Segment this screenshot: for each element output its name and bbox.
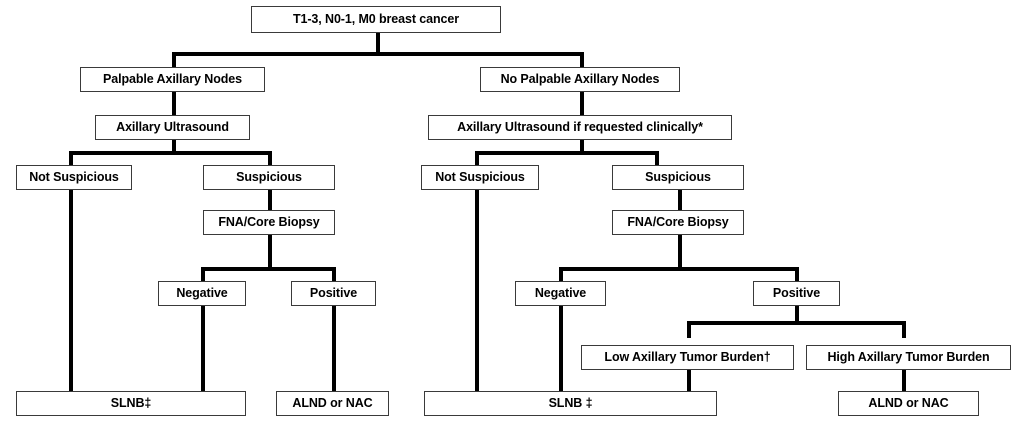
connector-right-suspicious-to-biopsy bbox=[678, 189, 682, 211]
node-right-alnd-or-nac[interactable]: ALND or NAC bbox=[838, 391, 979, 416]
connector-right-negative-to-slnb bbox=[559, 305, 563, 392]
node-right-suspicious[interactable]: Suspicious bbox=[612, 165, 744, 190]
node-right-slnb[interactable]: SLNB ‡ bbox=[424, 391, 717, 416]
connector-to-right-positive bbox=[795, 267, 799, 284]
connector-to-left-not-suspicious bbox=[69, 151, 73, 168]
node-right-negative[interactable]: Negative bbox=[515, 281, 606, 306]
connector-left-biopsy-down bbox=[268, 234, 272, 268]
connector-right-not-suspicious-to-slnb bbox=[475, 189, 479, 392]
connector-right-biopsy-split bbox=[559, 267, 799, 271]
connector-low-burden-to-slnb bbox=[687, 370, 691, 392]
connector-to-right-negative bbox=[559, 267, 563, 284]
connector-left-suspicious-to-biopsy bbox=[268, 189, 272, 211]
node-left-fna-core-biopsy[interactable]: FNA/Core Biopsy bbox=[203, 210, 335, 235]
connector-right-positive-down bbox=[795, 305, 799, 323]
connector-left-negative-to-slnb bbox=[201, 305, 205, 392]
connector-left-biopsy-split bbox=[201, 267, 336, 271]
connector-to-low-burden bbox=[687, 321, 691, 338]
connector-to-left-positive bbox=[332, 267, 336, 284]
node-right-axillary-ultrasound[interactable]: Axillary Ultrasound if requested clinica… bbox=[428, 115, 732, 140]
node-left-negative[interactable]: Negative bbox=[158, 281, 246, 306]
connector-left-ultrasound-down bbox=[172, 139, 176, 154]
connector-root-down bbox=[376, 32, 380, 54]
connector-no-palpable-to-ultrasound bbox=[580, 91, 584, 116]
node-root[interactable]: T1-3, N0-1, M0 breast cancer bbox=[251, 6, 501, 33]
node-left-suspicious[interactable]: Suspicious bbox=[203, 165, 335, 190]
node-left-not-suspicious[interactable]: Not Suspicious bbox=[16, 165, 132, 190]
node-right-fna-core-biopsy[interactable]: FNA/Core Biopsy bbox=[612, 210, 744, 235]
node-low-axillary-tumor-burden[interactable]: Low Axillary Tumor Burden† bbox=[581, 345, 794, 370]
connector-root-split bbox=[172, 52, 584, 56]
connector-to-left-negative bbox=[201, 267, 205, 284]
connector-to-no-palpable-nodes bbox=[580, 52, 584, 68]
connector-right-biopsy-down bbox=[678, 234, 682, 268]
node-right-positive[interactable]: Positive bbox=[753, 281, 840, 306]
connector-to-palpable-nodes bbox=[172, 52, 176, 68]
node-palpable-axillary-nodes[interactable]: Palpable Axillary Nodes bbox=[80, 67, 265, 92]
connector-to-left-suspicious bbox=[268, 151, 272, 168]
connector-left-us-split bbox=[69, 151, 272, 155]
node-high-axillary-tumor-burden[interactable]: High Axillary Tumor Burden bbox=[806, 345, 1011, 370]
connector-left-not-suspicious-to-slnb bbox=[69, 189, 73, 392]
connector-to-high-burden bbox=[902, 321, 906, 338]
connector-high-burden-to-alnd bbox=[902, 370, 906, 392]
connector-palpable-to-ultrasound bbox=[172, 91, 176, 116]
node-right-not-suspicious[interactable]: Not Suspicious bbox=[421, 165, 539, 190]
connector-right-ultrasound-down bbox=[580, 139, 584, 154]
node-left-axillary-ultrasound[interactable]: Axillary Ultrasound bbox=[95, 115, 250, 140]
connector-left-positive-to-alnd bbox=[332, 305, 336, 392]
connector-right-us-split bbox=[475, 151, 659, 155]
node-left-slnb[interactable]: SLNB‡ bbox=[16, 391, 246, 416]
connector-to-right-not-suspicious bbox=[475, 151, 479, 168]
node-left-alnd-or-nac[interactable]: ALND or NAC bbox=[276, 391, 389, 416]
node-no-palpable-axillary-nodes[interactable]: No Palpable Axillary Nodes bbox=[480, 67, 680, 92]
node-left-positive[interactable]: Positive bbox=[291, 281, 376, 306]
connector-to-right-suspicious bbox=[655, 151, 659, 168]
connector-right-positive-split bbox=[687, 321, 906, 325]
